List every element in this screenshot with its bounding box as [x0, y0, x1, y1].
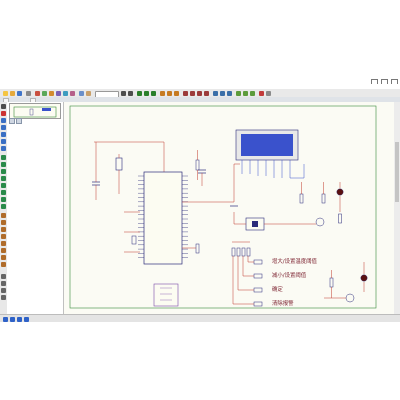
sheet-border	[69, 105, 377, 309]
label-clear-alarm: 清除报警	[272, 299, 294, 307]
new-file-icon[interactable]	[3, 90, 8, 96]
cut-icon[interactable]	[160, 90, 165, 96]
wire-label-icon[interactable]	[1, 125, 6, 130]
mirror-x-icon[interactable]	[1, 288, 6, 293]
redo-icon[interactable]	[128, 90, 133, 96]
paste-icon[interactable]	[174, 90, 179, 96]
subcircuit-icon[interactable]	[1, 146, 6, 151]
path-icon[interactable]	[1, 241, 6, 246]
rotate-clockwise-icon[interactable]	[1, 274, 6, 279]
play-icon[interactable]	[3, 316, 8, 322]
copy-icon[interactable]	[167, 90, 172, 96]
save-icon[interactable]	[17, 90, 22, 96]
temperature-sensor	[230, 205, 265, 231]
crystal-circuit	[124, 211, 140, 253]
bom-icon[interactable]	[63, 90, 68, 96]
component-mode-icon[interactable]	[1, 111, 6, 116]
menu-bar	[0, 84, 400, 89]
vertical-scrollbar[interactable]	[394, 102, 400, 314]
generator-icon[interactable]	[1, 183, 6, 188]
scroll-thumb[interactable]	[395, 142, 399, 202]
schematic-drawing: 增大/设置温度阈值 减小/设置阈值 确定 清除报警	[69, 105, 377, 309]
status-bar	[0, 314, 400, 322]
lcd-display	[235, 129, 305, 179]
key-buttons	[231, 241, 263, 307]
search-icon[interactable]	[243, 90, 248, 96]
pullup-resistor	[195, 150, 200, 180]
rotate-anticlockwise-icon[interactable]	[1, 281, 6, 286]
junction-dot-icon[interactable]	[1, 118, 6, 123]
current-probe-icon[interactable]	[1, 197, 6, 202]
pause-icon[interactable]	[17, 316, 22, 322]
device-panel	[7, 102, 64, 314]
library-manager-button[interactable]	[16, 118, 22, 124]
label-dec-set-threshold: 减小/设置阈值	[272, 271, 307, 279]
data-bus	[182, 163, 240, 203]
open-folder-icon[interactable]	[10, 90, 15, 96]
bottom-resistor	[182, 243, 200, 254]
schematic-canvas[interactable]: 增大/设置温度阈值 减小/设置阈值 确定 清除报警	[64, 102, 394, 314]
make-device-icon[interactable]	[220, 90, 225, 96]
label-inc-temp-threshold: 增大/设置温度阈值	[272, 257, 318, 265]
line-icon[interactable]	[1, 213, 6, 218]
zoom-in-icon[interactable]	[137, 90, 142, 96]
zoom-out-icon[interactable]	[144, 90, 149, 96]
close-project-icon[interactable]	[26, 90, 31, 96]
source-code-icon[interactable]	[70, 90, 75, 96]
pick-device-icon[interactable]	[213, 90, 218, 96]
block-delete-icon[interactable]	[204, 90, 209, 96]
pcb-layout-icon[interactable]	[49, 90, 54, 96]
packaging-icon[interactable]	[227, 90, 232, 96]
db9-connector	[153, 283, 179, 307]
selection-mode-icon[interactable]	[1, 104, 6, 109]
graph-icon[interactable]	[1, 169, 6, 174]
box-icon[interactable]	[1, 220, 6, 225]
device-pin-icon[interactable]	[1, 162, 6, 167]
proteus-window: 增大/设置温度阈值 减小/设置阈值 确定 清除报警	[0, 78, 400, 322]
netlist-icon[interactable]	[266, 90, 271, 96]
undo-icon[interactable]	[121, 90, 126, 96]
circle-icon[interactable]	[1, 227, 6, 232]
microcontroller-u1	[138, 171, 188, 265]
decoupling-capacitor	[198, 169, 206, 186]
symbol-icon[interactable]	[1, 255, 6, 260]
block-move-icon[interactable]	[190, 90, 195, 96]
marker-icon[interactable]	[1, 262, 6, 267]
component-mode-icon[interactable]	[35, 90, 40, 96]
overview-thumbnail	[13, 106, 57, 118]
zoom-fit-icon[interactable]	[151, 90, 156, 96]
arc-icon[interactable]	[1, 234, 6, 239]
gerber-icon[interactable]	[56, 90, 61, 96]
text-script-icon[interactable]	[1, 132, 6, 137]
virtual-instruments-icon[interactable]	[1, 204, 6, 209]
relay-driver-1	[264, 182, 344, 227]
text-icon[interactable]	[1, 248, 6, 253]
block-copy-icon[interactable]	[183, 90, 188, 96]
mirror-y-icon[interactable]	[1, 295, 6, 300]
step-icon[interactable]	[10, 316, 15, 322]
relay-driver-2	[324, 262, 368, 303]
bus-icon[interactable]	[1, 139, 6, 144]
block-rotate-icon[interactable]	[197, 90, 202, 96]
recorder-icon[interactable]	[1, 176, 6, 181]
schematic-icon[interactable]	[42, 90, 47, 96]
property-tool-icon[interactable]	[250, 90, 255, 96]
stop-icon[interactable]	[24, 316, 29, 322]
electrical-check-icon[interactable]	[259, 90, 264, 96]
library-icon[interactable]	[79, 90, 84, 96]
overview-window[interactable]	[9, 103, 61, 119]
label-confirm: 确定	[272, 285, 283, 293]
voltage-probe-icon[interactable]	[1, 190, 6, 195]
help-icon[interactable]	[86, 90, 91, 96]
terminal-icon[interactable]	[1, 155, 6, 160]
wire-autorouter-icon[interactable]	[236, 90, 241, 96]
pick-devices-button[interactable]	[9, 118, 15, 124]
